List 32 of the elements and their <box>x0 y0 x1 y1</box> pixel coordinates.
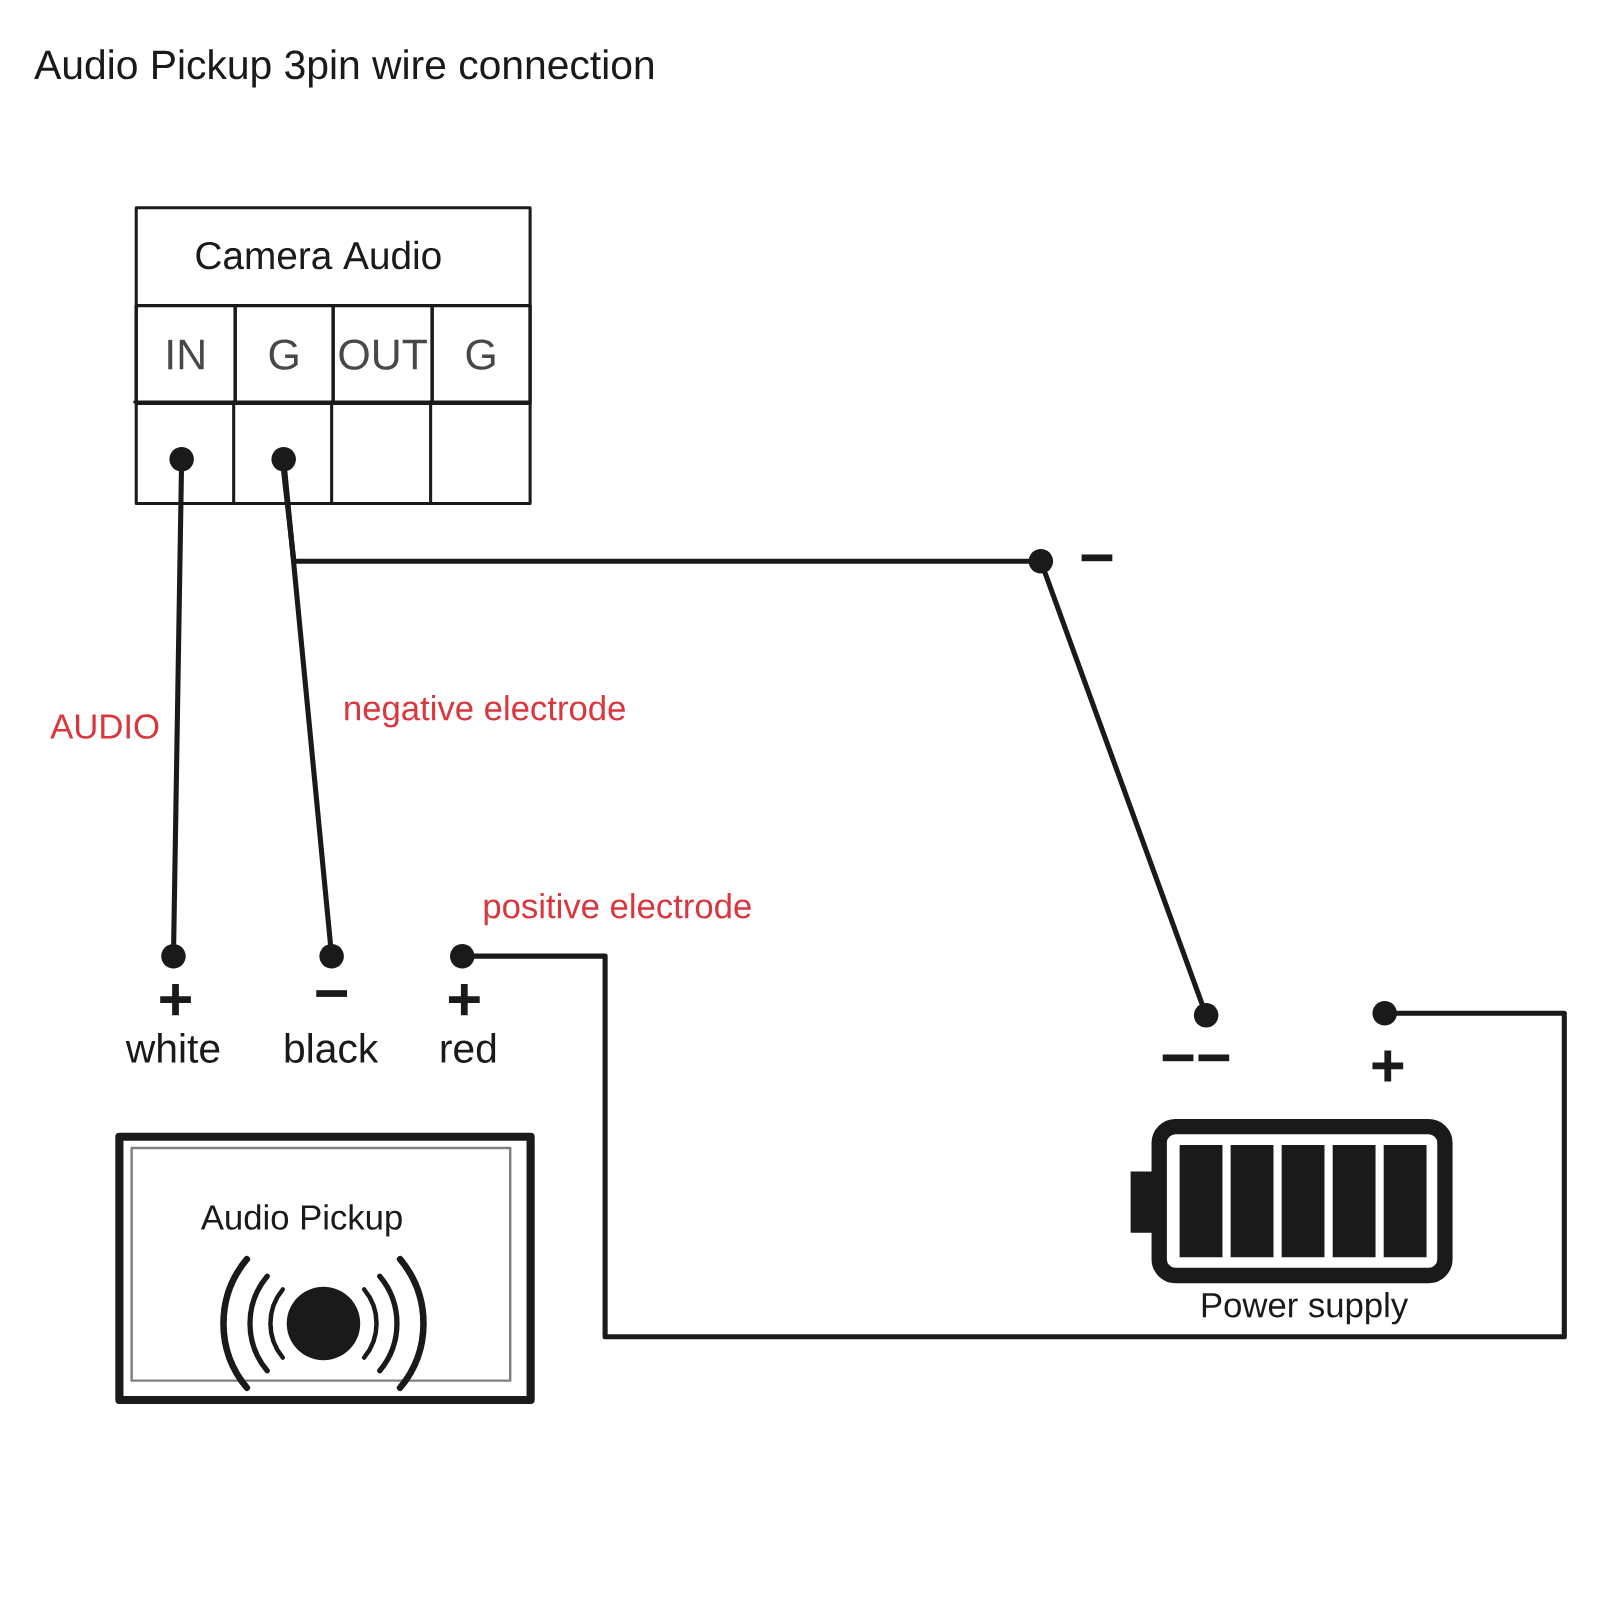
polarity-sign: + <box>449 984 480 1016</box>
wire <box>1042 570 1205 1006</box>
polarity-sign: + <box>1372 1050 1404 1082</box>
wire <box>171 469 184 947</box>
wire-color-label: red <box>441 1033 496 1063</box>
polarity-sign: − <box>1081 554 1113 562</box>
terminal-dot <box>1028 549 1054 574</box>
title: Audio Pickup 3pin wire connection <box>34 49 653 88</box>
terminal-dot <box>1193 1003 1219 1028</box>
wire <box>281 469 1031 564</box>
terminal-dot <box>450 943 475 969</box>
polarity-sign: −− <box>1162 1054 1230 1062</box>
terminal-label-cell: OUT <box>331 304 434 406</box>
polarity-sign: + <box>160 984 191 1016</box>
terminal-label-cell: G <box>430 304 532 406</box>
wire-color-label: black <box>285 1033 379 1063</box>
polarity-sign: − <box>316 990 347 997</box>
power-supply-label: Power supply <box>1202 1292 1409 1325</box>
edge-label: negative electrode <box>340 693 629 730</box>
audio-pickup-box: Audio Pickup <box>115 1132 535 1405</box>
terminal-dot <box>1372 1001 1397 1026</box>
terminal-dot <box>319 943 344 969</box>
wire <box>282 469 333 947</box>
terminal-label-cell: G <box>233 304 335 406</box>
wire-color-label: white <box>125 1033 220 1063</box>
edge-label: positive electrode <box>480 891 755 928</box>
edge-label: AUDIO <box>48 712 163 741</box>
terminal-label-cell: IN <box>134 304 237 406</box>
wire <box>472 953 1567 1340</box>
terminal-dot <box>169 446 194 472</box>
terminal-dot <box>271 446 296 472</box>
terminal-dot <box>161 943 186 969</box>
